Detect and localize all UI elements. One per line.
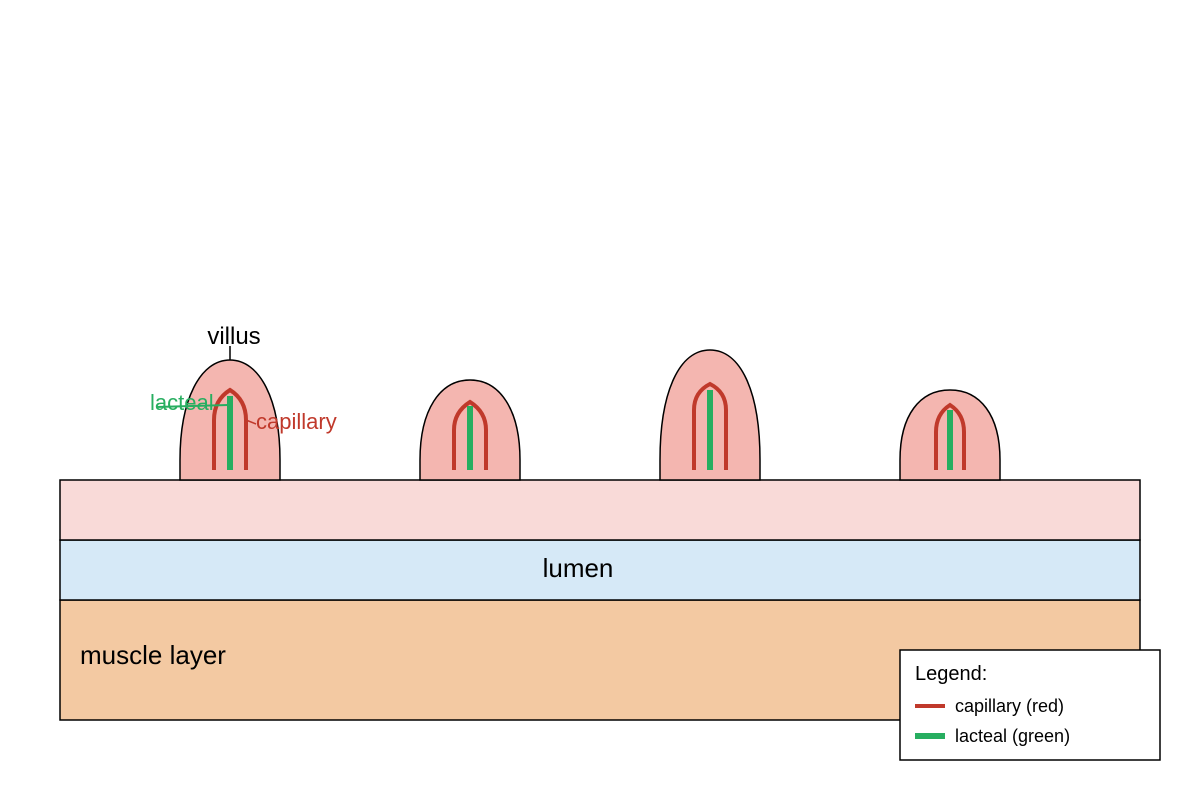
legend: Legend: capillary (red) lacteal (green) (899, 649, 1161, 761)
lacteal-leader-line (155, 404, 229, 408)
legend-item-lacteal: lacteal (green) (955, 726, 1070, 746)
villus (419, 379, 521, 481)
lumen-layer (59, 539, 1141, 601)
capillary-loop (452, 399, 488, 470)
villus (899, 389, 1001, 481)
lacteal-label: lacteal (150, 390, 214, 415)
mucosa-layer (59, 479, 1141, 541)
capillary-leader-line (245, 419, 257, 425)
capillary-loop (692, 381, 728, 470)
capillary-loop (934, 402, 966, 470)
villus-label: villus (207, 323, 260, 350)
villus (179, 359, 281, 481)
capillary-label: capillary (256, 409, 337, 434)
villus (659, 349, 761, 481)
lumen-label: lumen (543, 553, 614, 583)
legend-title: Legend: (915, 663, 987, 685)
muscle-layer-label: muscle layer (80, 640, 226, 670)
capillary-loop (212, 387, 248, 470)
legend-item-capillary: capillary (red) (955, 696, 1064, 716)
